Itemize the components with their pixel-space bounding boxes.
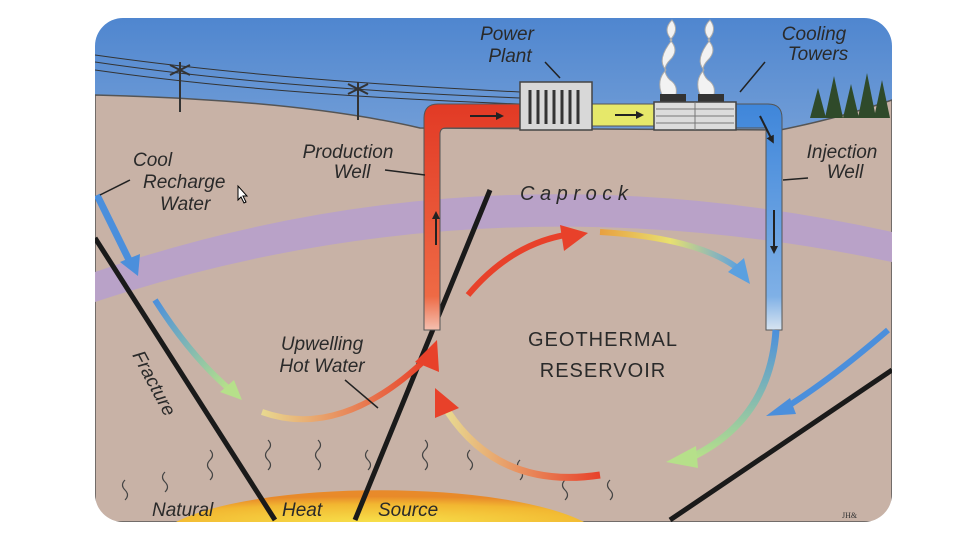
label-source: Source (378, 500, 438, 521)
mouse-cursor-icon (237, 184, 249, 204)
power-lines (95, 54, 521, 120)
label-cooling-towers-2: Towers (788, 44, 849, 65)
caprock-layer (95, 194, 892, 302)
label-power-plant-2: Plant (488, 46, 532, 67)
leader-lines (99, 61, 809, 409)
down-arrow-icon (759, 115, 774, 144)
label-cooling-towers-1: Cooling (782, 24, 847, 45)
trees (810, 73, 890, 118)
flow-arrows (95, 193, 890, 481)
label-hot-water: Hot Water (279, 356, 365, 377)
label-power-plant-1: Power (480, 24, 535, 45)
label-natural: Natural (152, 500, 214, 521)
label-injection-well: Well (827, 162, 864, 183)
credit-mark: JH& (842, 511, 858, 520)
label-production-well: Well (334, 162, 371, 183)
label-recharge: Recharge (143, 172, 225, 193)
injection-well (734, 103, 783, 331)
power-plant-building (519, 81, 593, 131)
label-caprock: C a p r o c k (520, 183, 629, 205)
label-injection: Injection (807, 142, 878, 163)
label-upwelling: Upwelling (281, 334, 364, 355)
label-cool: Cool (133, 150, 173, 171)
heat-source (176, 490, 584, 522)
label-heat: Heat (282, 500, 323, 521)
cooling-towers-building (653, 19, 737, 131)
label-production: Production (303, 142, 394, 163)
label-reservoir: RESERVOIR (540, 360, 666, 382)
label-water: Water (160, 194, 211, 215)
label-geothermal: GEOTHERMAL (528, 329, 678, 351)
